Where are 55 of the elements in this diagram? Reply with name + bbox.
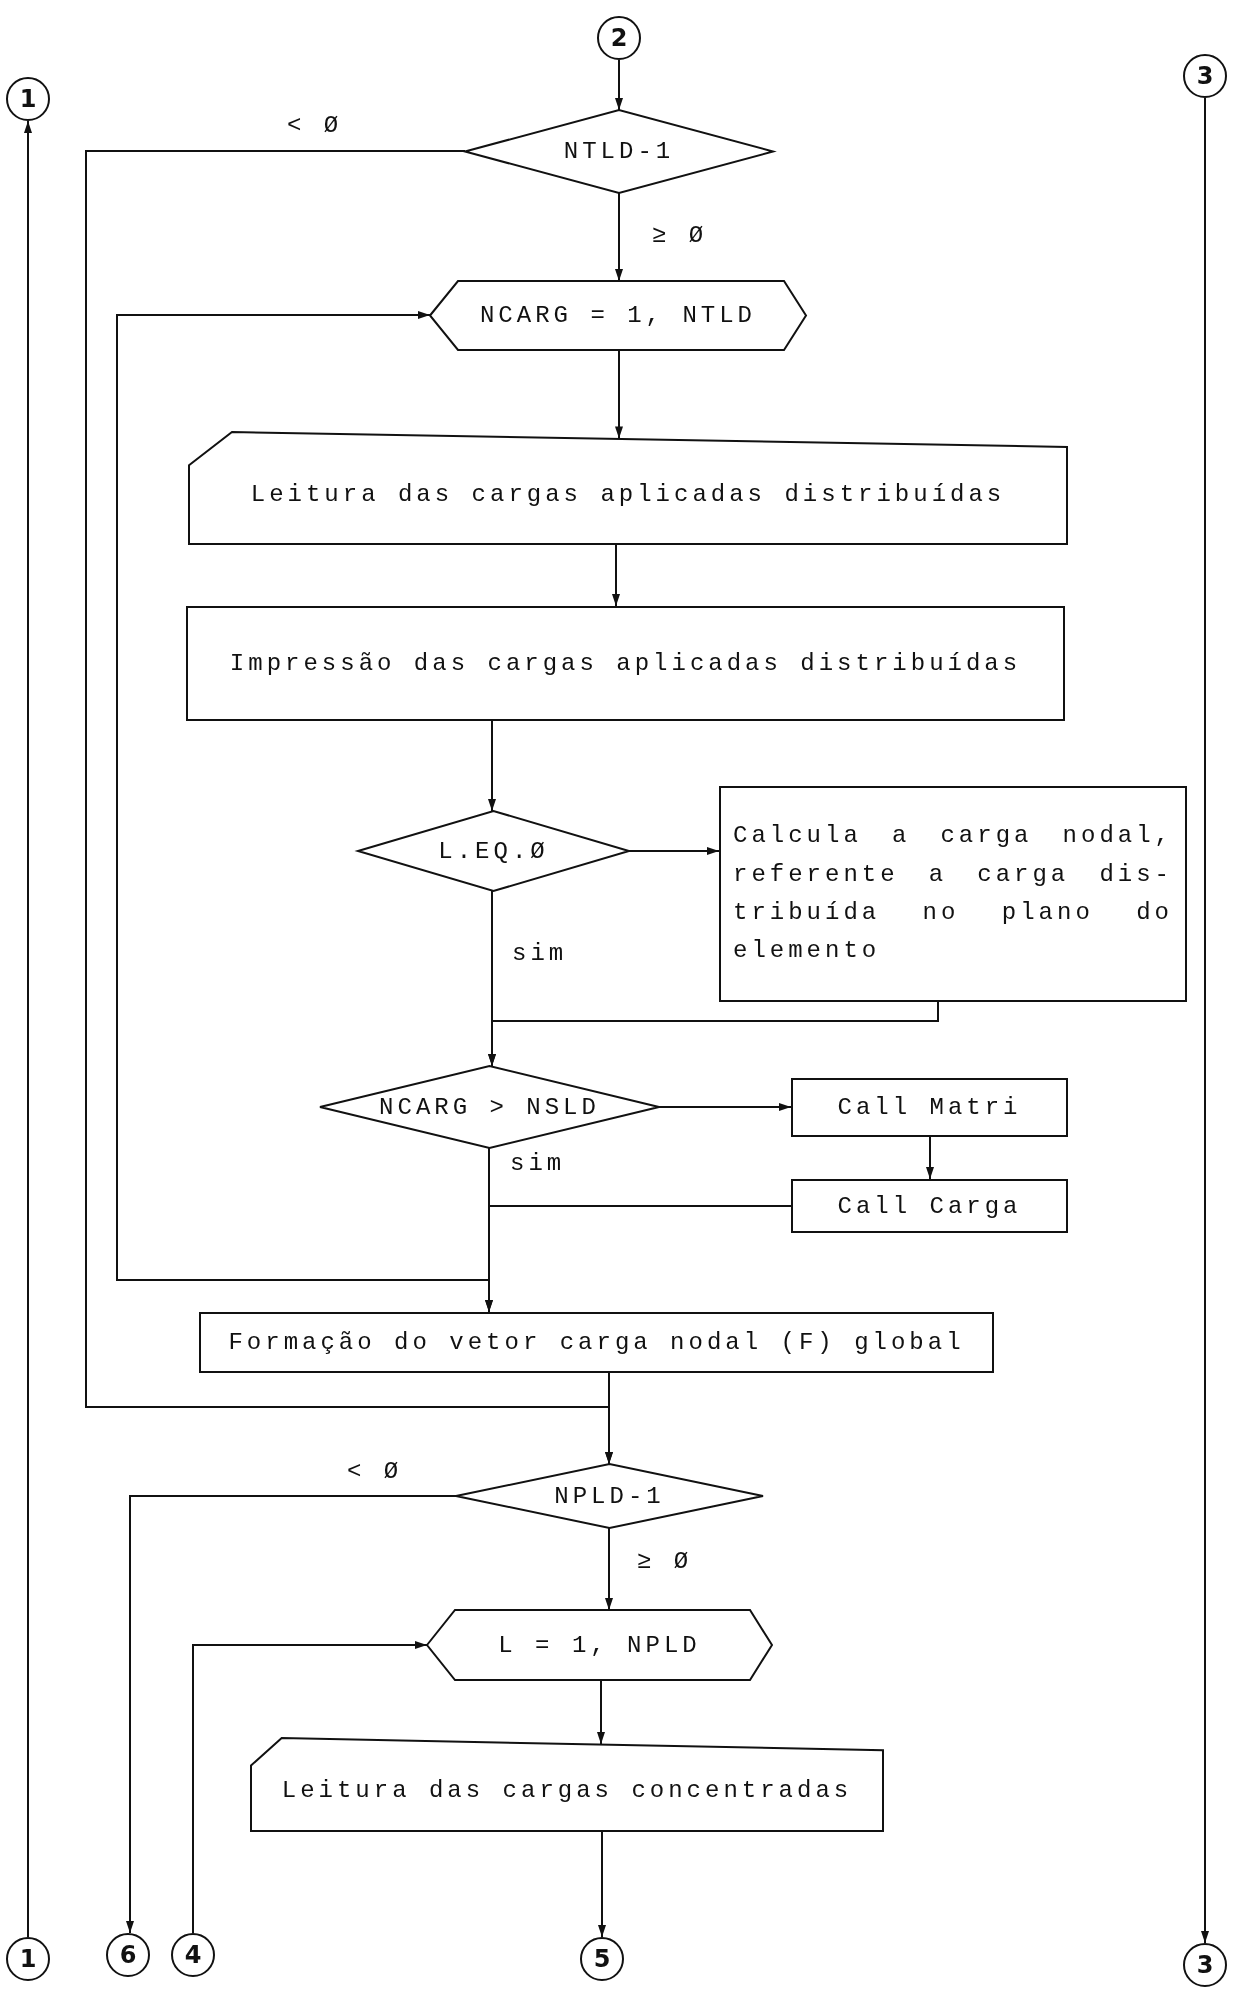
- flow-arrow: [24, 120, 32, 1938]
- connector-number: 3: [1196, 1951, 1214, 1979]
- condition-text: NPLD-1: [554, 1482, 665, 1510]
- loop-hexagon: [427, 1610, 772, 1680]
- connector-number: 5: [593, 1945, 611, 1973]
- manual-input-box: [250, 1737, 884, 1832]
- flow-arrow: [605, 1527, 613, 1611]
- input-text: Leitura das cargas aplicadas distribuídas: [250, 481, 1006, 509]
- decision-diamond: [320, 1066, 659, 1148]
- loop-text: NCARG = 1, NTLD: [479, 302, 756, 329]
- flow-arrow: [488, 720, 496, 812]
- loop-hexagon: [430, 281, 806, 350]
- process-text: Call Matri: [837, 1094, 1022, 1121]
- process-box: [791, 1179, 1068, 1233]
- connector-number: 3: [1196, 62, 1214, 90]
- connector-circle: [6, 1937, 50, 1981]
- flow-arrow: [598, 1831, 606, 1938]
- connector-circle: [597, 16, 641, 60]
- condition-text: NCARG > NSLD: [379, 1093, 600, 1121]
- flow-arrow: [628, 847, 720, 855]
- connector-circle: [171, 1933, 215, 1977]
- manual-input-box: [188, 431, 1068, 545]
- process-box: [199, 1312, 994, 1373]
- connector-circle: [1183, 54, 1227, 98]
- process-text: Formação do vetor carga nodal (F) global: [228, 1329, 965, 1356]
- process-box: [719, 786, 1187, 1002]
- process-text: Impressão das cargas aplicadas distribuídas: [229, 650, 1022, 677]
- connector-circle: [106, 1933, 150, 1977]
- condition-text: L.EQ.Ø: [438, 837, 549, 865]
- connector-number: 1: [19, 85, 37, 113]
- flow-arrow: [615, 59, 623, 111]
- connector-number: 4: [184, 1941, 202, 1969]
- input-text: Leitura das cargas concentradas: [281, 1776, 853, 1804]
- flow-arrow: [615, 192, 623, 282]
- connector-circle: [580, 1937, 624, 1981]
- connector-number: 2: [610, 24, 628, 52]
- flow-arrow: [192, 1641, 428, 1934]
- connector-circle: [6, 77, 50, 121]
- process-text: Calcula a carga nodal, referente a carga dis- tribuída no plano do elemento: [732, 821, 1174, 967]
- connector-circle: [1183, 1943, 1227, 1987]
- connector-number: 1: [19, 1945, 37, 1973]
- flow-arrow: [116, 311, 490, 1281]
- process-box: [186, 606, 1065, 721]
- flow-arrow: [615, 349, 623, 440]
- flow-arrow: [612, 544, 620, 607]
- flow-arrow: [1201, 97, 1209, 1944]
- flow-arrow: [597, 1679, 605, 1746]
- flow-arrow: [926, 1136, 934, 1180]
- loop-text: L = 1, NPLD: [498, 1631, 701, 1659]
- decision-diamond: [456, 1464, 763, 1528]
- process-box: [791, 1078, 1068, 1137]
- connector-number: 6: [119, 1941, 137, 1969]
- flow-arrow: [126, 1495, 457, 1934]
- process-text: Call Carga: [837, 1192, 1022, 1220]
- flow-arrow: [658, 1103, 792, 1111]
